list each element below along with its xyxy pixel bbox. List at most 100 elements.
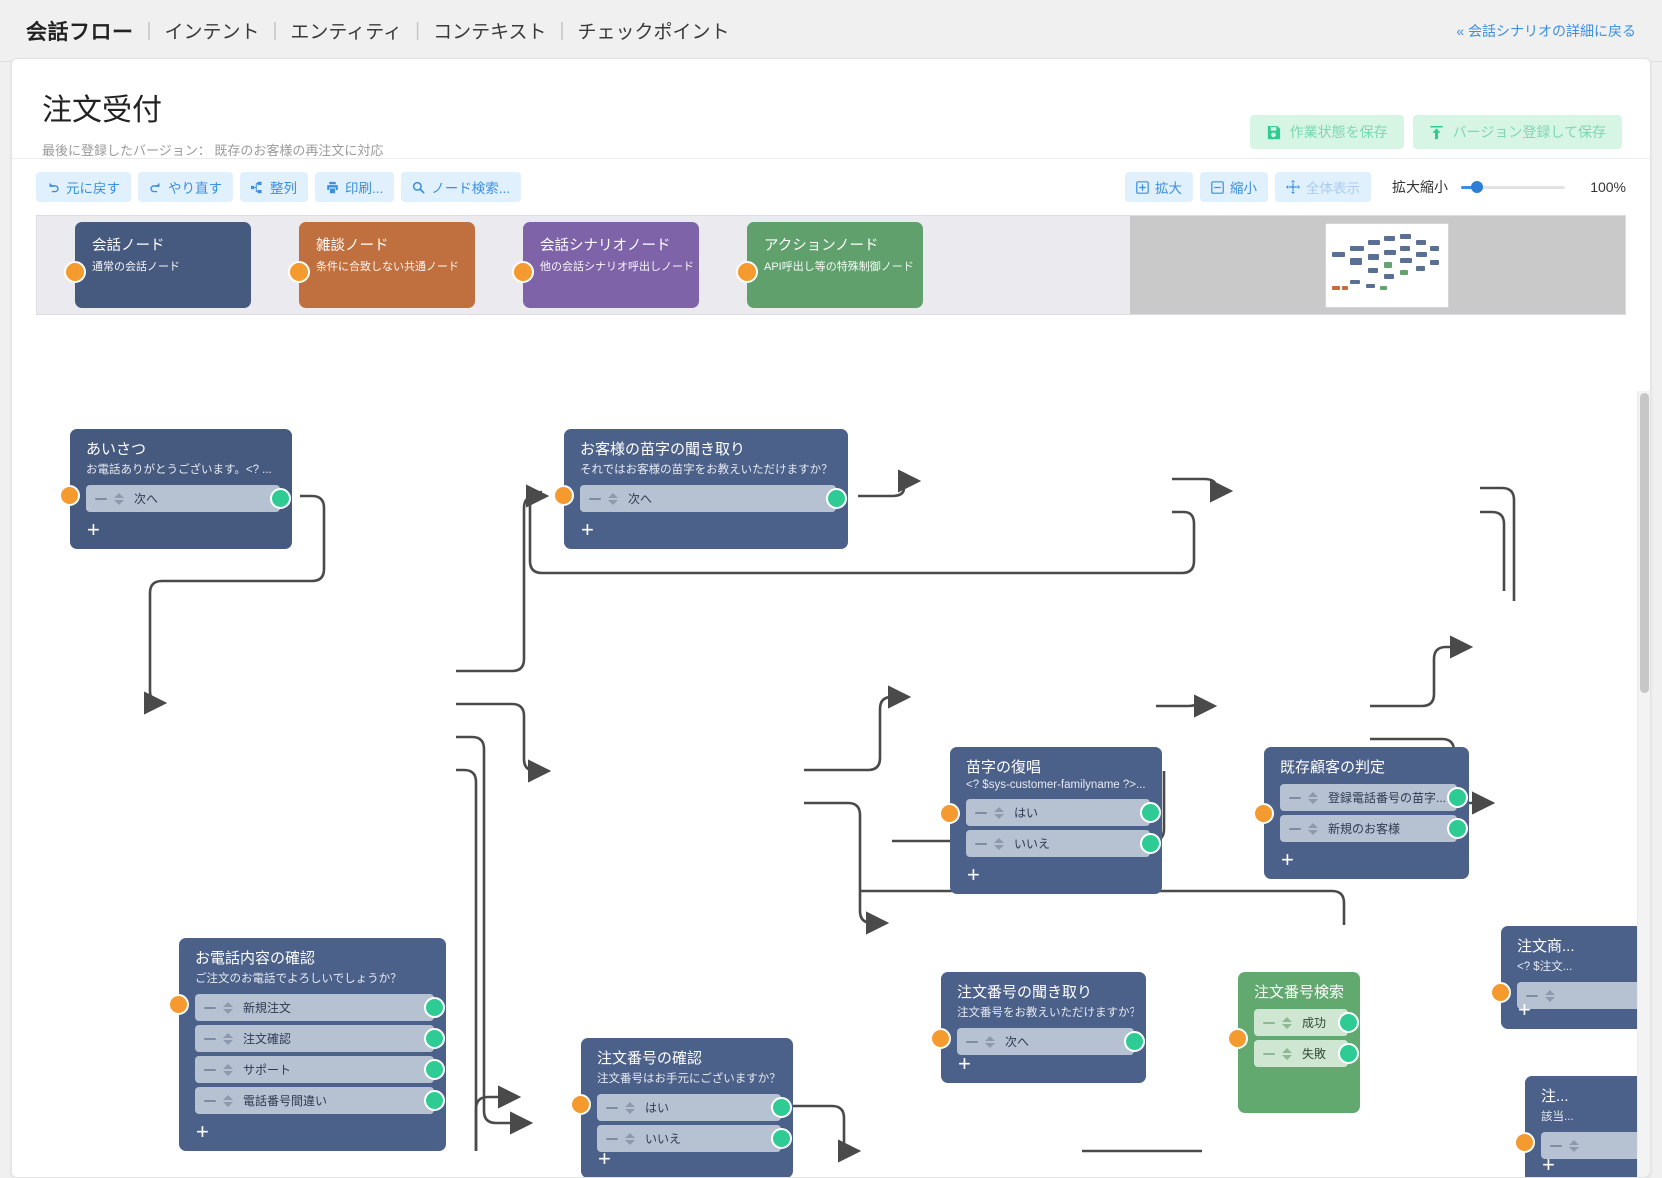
- minimap-panel[interactable]: [1130, 216, 1625, 314]
- save-version-button[interactable]: バージョン登録して保存: [1413, 115, 1622, 149]
- node-input-port[interactable]: [1514, 1132, 1535, 1153]
- remove-slot-icon[interactable]: [1289, 797, 1301, 799]
- remove-slot-icon[interactable]: [975, 843, 987, 845]
- slot-output-port[interactable]: [1140, 833, 1161, 854]
- node-slot[interactable]: 失敗: [1254, 1040, 1348, 1067]
- legend-node-1[interactable]: 雑談ノード条件に合致しない共通ノード: [299, 222, 475, 308]
- remove-slot-icon[interactable]: [204, 1069, 216, 1071]
- node-search-button[interactable]: ノード検索...: [401, 172, 521, 202]
- redo-button[interactable]: やり直す: [138, 172, 233, 202]
- scrollbar-thumb[interactable]: [1640, 393, 1649, 693]
- reorder-slot-icon[interactable]: [994, 838, 1004, 850]
- flow-node-confirm_call_reason[interactable]: お電話内容の確認ご注文のお電話でよろしいでしょうか？新規注文注文確認サポート電話…: [179, 938, 446, 1151]
- remove-slot-icon[interactable]: [1289, 828, 1301, 830]
- node-input-port[interactable]: [1490, 982, 1511, 1003]
- slot-output-port[interactable]: [424, 997, 445, 1018]
- slot-output-port[interactable]: [1124, 1031, 1145, 1052]
- zoom-slider[interactable]: [1461, 178, 1565, 196]
- remove-slot-icon[interactable]: [95, 498, 107, 500]
- reorder-slot-icon[interactable]: [608, 493, 618, 505]
- node-slot[interactable]: 登録電話番号の苗字...: [1280, 784, 1457, 811]
- node-slot[interactable]: 注文確認: [195, 1025, 434, 1052]
- node-input-port[interactable]: [553, 485, 574, 506]
- zoom-in-button[interactable]: 拡大: [1125, 172, 1193, 202]
- save-draft-button[interactable]: 作業状態を保存: [1250, 115, 1404, 149]
- node-slot[interactable]: 次へ: [580, 485, 836, 512]
- add-slot-button[interactable]: +: [967, 864, 980, 886]
- node-slot[interactable]: 新規注文: [195, 994, 434, 1021]
- flow-node-ask_family_name[interactable]: お客様の苗字の聞き取りそれではお客様の苗字をお教えいただけますか？次へ+: [564, 429, 848, 549]
- remove-slot-icon[interactable]: [975, 812, 987, 814]
- reorder-slot-icon[interactable]: [625, 1102, 635, 1114]
- slot-output-port[interactable]: [771, 1128, 792, 1149]
- node-input-port[interactable]: [168, 994, 189, 1015]
- nav-link-entity[interactable]: エンティティ: [290, 17, 402, 44]
- flow-node-ask_order_no[interactable]: 注文番号の聞き取り注文番号をお教えいただけますか？次へ+: [941, 972, 1146, 1083]
- flow-node-repeat_family_name[interactable]: 苗字の復唱<? $sys-customer-familyname ?>...はい…: [950, 747, 1162, 894]
- nav-brand[interactable]: 会話フロー: [26, 16, 134, 46]
- node-input-port[interactable]: [59, 485, 80, 506]
- reorder-slot-icon[interactable]: [223, 1064, 233, 1076]
- back-to-scenario-link[interactable]: « 会話シナリオの詳細に戻る: [1456, 21, 1636, 41]
- zoom-out-button[interactable]: 縮小: [1200, 172, 1268, 202]
- reorder-slot-icon[interactable]: [994, 807, 1004, 819]
- node-slot[interactable]: サポート: [195, 1056, 434, 1083]
- reorder-slot-icon[interactable]: [114, 493, 124, 505]
- reorder-slot-icon[interactable]: [1282, 1048, 1292, 1060]
- add-slot-button[interactable]: +: [1281, 849, 1294, 871]
- remove-slot-icon[interactable]: [606, 1107, 618, 1109]
- slot-output-port[interactable]: [826, 488, 847, 509]
- node-slot[interactable]: はい: [597, 1094, 781, 1121]
- flow-node-greet[interactable]: あいさつお電話ありがとうございます。<? ...次へ+: [70, 429, 292, 549]
- node-slot[interactable]: 成功: [1254, 1009, 1348, 1036]
- remove-slot-icon[interactable]: [1263, 1022, 1275, 1024]
- add-slot-button[interactable]: +: [1518, 999, 1531, 1021]
- print-button[interactable]: 印刷...: [315, 172, 394, 202]
- flow-canvas[interactable]: あいさつお電話ありがとうございます。<? ...次へ+お客様の苗字の聞き取りそれ…: [12, 391, 1650, 1177]
- node-input-port[interactable]: [570, 1094, 591, 1115]
- flow-node-search_order_no[interactable]: 注文番号検索成功失敗: [1238, 972, 1360, 1113]
- node-input-port[interactable]: [930, 1028, 951, 1049]
- minimap[interactable]: [1325, 223, 1449, 308]
- node-slot[interactable]: いいえ: [597, 1125, 781, 1152]
- slot-output-port[interactable]: [1338, 1043, 1359, 1064]
- node-input-port[interactable]: [1253, 803, 1274, 824]
- node-slot[interactable]: 電話番号間違い: [195, 1087, 434, 1114]
- flow-node-confirm_order_no[interactable]: 注文番号の確認注文番号はお手元にございますか？はいいいえ+: [581, 1038, 793, 1177]
- node-slot[interactable]: [1541, 1132, 1650, 1159]
- reorder-slot-icon[interactable]: [1282, 1017, 1292, 1029]
- add-slot-button[interactable]: +: [196, 1121, 209, 1143]
- nav-link-context[interactable]: コンテキスト: [433, 17, 546, 44]
- nav-link-intent[interactable]: インテント: [164, 17, 259, 44]
- add-slot-button[interactable]: +: [1542, 1154, 1555, 1176]
- fit-screen-button[interactable]: 全体表示: [1275, 172, 1371, 202]
- add-slot-button[interactable]: +: [87, 519, 100, 541]
- node-input-port[interactable]: [1227, 1028, 1248, 1049]
- zoom-slider-knob[interactable]: [1471, 181, 1483, 193]
- reorder-slot-icon[interactable]: [223, 1095, 233, 1107]
- canvas-vertical-scrollbar[interactable]: [1637, 391, 1650, 1177]
- slot-output-port[interactable]: [424, 1028, 445, 1049]
- node-input-port[interactable]: [939, 803, 960, 824]
- reorder-slot-icon[interactable]: [1545, 990, 1555, 1002]
- reorder-slot-icon[interactable]: [1308, 792, 1318, 804]
- node-slot[interactable]: [1517, 982, 1649, 1009]
- add-slot-button[interactable]: +: [598, 1148, 611, 1170]
- reorder-slot-icon[interactable]: [223, 1002, 233, 1014]
- slot-output-port[interactable]: [771, 1097, 792, 1118]
- nav-link-checkpoint[interactable]: チェックポイント: [577, 17, 729, 44]
- reorder-slot-icon[interactable]: [1308, 823, 1318, 835]
- node-slot[interactable]: 次へ: [86, 485, 280, 512]
- remove-slot-icon[interactable]: [204, 1100, 216, 1102]
- remove-slot-icon[interactable]: [966, 1041, 978, 1043]
- reorder-slot-icon[interactable]: [223, 1033, 233, 1045]
- legend-node-0[interactable]: 会話ノード通常の会話ノード: [75, 222, 251, 308]
- remove-slot-icon[interactable]: [1263, 1053, 1275, 1055]
- reorder-slot-icon[interactable]: [985, 1036, 995, 1048]
- node-slot[interactable]: 次へ: [957, 1028, 1134, 1055]
- slot-output-port[interactable]: [424, 1090, 445, 1111]
- node-slot[interactable]: 新規のお客様: [1280, 815, 1457, 842]
- remove-slot-icon[interactable]: [589, 498, 601, 500]
- add-slot-button[interactable]: +: [958, 1053, 971, 1075]
